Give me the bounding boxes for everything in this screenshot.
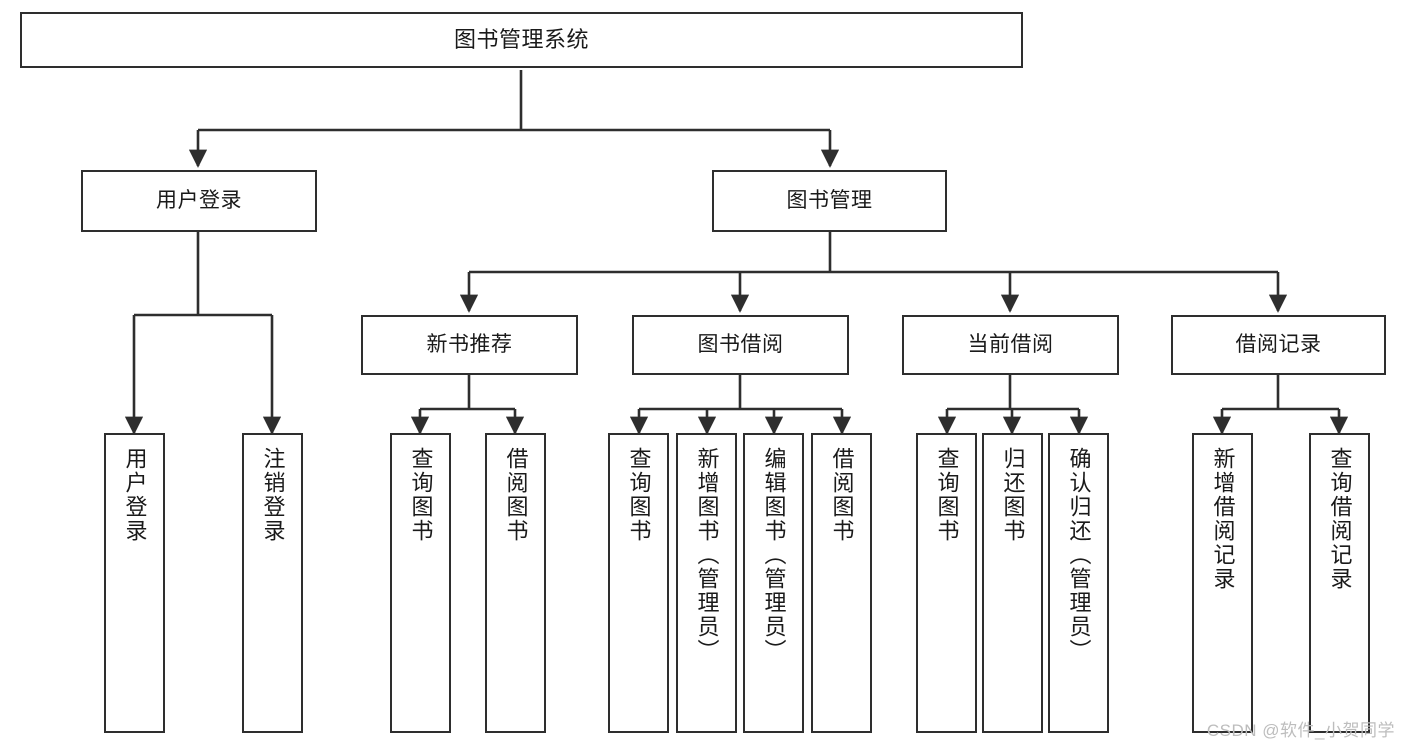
node-label: 归还图书 — [1000, 447, 1026, 543]
leaf-current-borrow-confirm-return-admin[interactable]: 确认归还（管理员） — [1048, 433, 1109, 733]
node-label: 查询借阅记录 — [1327, 447, 1353, 591]
leaf-book-borrow-borrow-book[interactable]: 借阅图书 — [811, 433, 872, 733]
node-label: 新增图书（管理员） — [694, 447, 720, 663]
node-label: 查询图书 — [408, 447, 434, 543]
node-label: 新书推荐 — [426, 333, 513, 357]
node-label: 当前借阅 — [967, 333, 1054, 357]
node-label: 编辑图书（管理员） — [761, 447, 787, 663]
node-book-management[interactable]: 图书管理 — [712, 170, 947, 232]
leaf-new-book-query-book[interactable]: 查询图书 — [390, 433, 451, 733]
leaf-book-borrow-query-book[interactable]: 查询图书 — [608, 433, 669, 733]
leaf-user-login-logout[interactable]: 注销登录 — [242, 433, 303, 733]
leaf-current-borrow-return-book[interactable]: 归还图书 — [982, 433, 1043, 733]
node-label: 图书借阅 — [697, 333, 784, 357]
node-label: 借阅图书 — [829, 447, 855, 543]
leaf-user-login-login[interactable]: 用户登录 — [104, 433, 165, 733]
leaf-new-book-borrow-book[interactable]: 借阅图书 — [485, 433, 546, 733]
node-current-borrow[interactable]: 当前借阅 — [902, 315, 1119, 375]
node-label: 用户登录 — [156, 189, 242, 213]
leaf-book-borrow-edit-book-admin[interactable]: 编辑图书（管理员） — [743, 433, 804, 733]
node-label: 注销登录 — [260, 447, 286, 543]
node-label: 图书管理系统 — [453, 26, 589, 52]
node-book-borrow[interactable]: 图书借阅 — [632, 315, 849, 375]
node-label: 新增借阅记录 — [1210, 447, 1236, 591]
leaf-borrow-record-add-record[interactable]: 新增借阅记录 — [1192, 433, 1253, 733]
node-borrow-record[interactable]: 借阅记录 — [1171, 315, 1386, 375]
node-user-login[interactable]: 用户登录 — [81, 170, 317, 232]
node-new-book-recommend[interactable]: 新书推荐 — [361, 315, 578, 375]
node-label: 用户登录 — [122, 447, 148, 543]
node-label: 图书管理 — [786, 189, 873, 213]
leaf-borrow-record-query-record[interactable]: 查询借阅记录 — [1309, 433, 1370, 733]
node-label: 查询图书 — [934, 447, 960, 543]
node-label: 查询图书 — [626, 447, 652, 543]
leaf-book-borrow-add-book-admin[interactable]: 新增图书（管理员） — [676, 433, 737, 733]
node-root-book-management-system[interactable]: 图书管理系统 — [20, 12, 1023, 68]
node-label: 借阅记录 — [1235, 333, 1322, 357]
node-label: 借阅图书 — [503, 447, 529, 543]
leaf-current-borrow-query-book[interactable]: 查询图书 — [916, 433, 977, 733]
node-label: 确认归还（管理员） — [1066, 447, 1092, 663]
